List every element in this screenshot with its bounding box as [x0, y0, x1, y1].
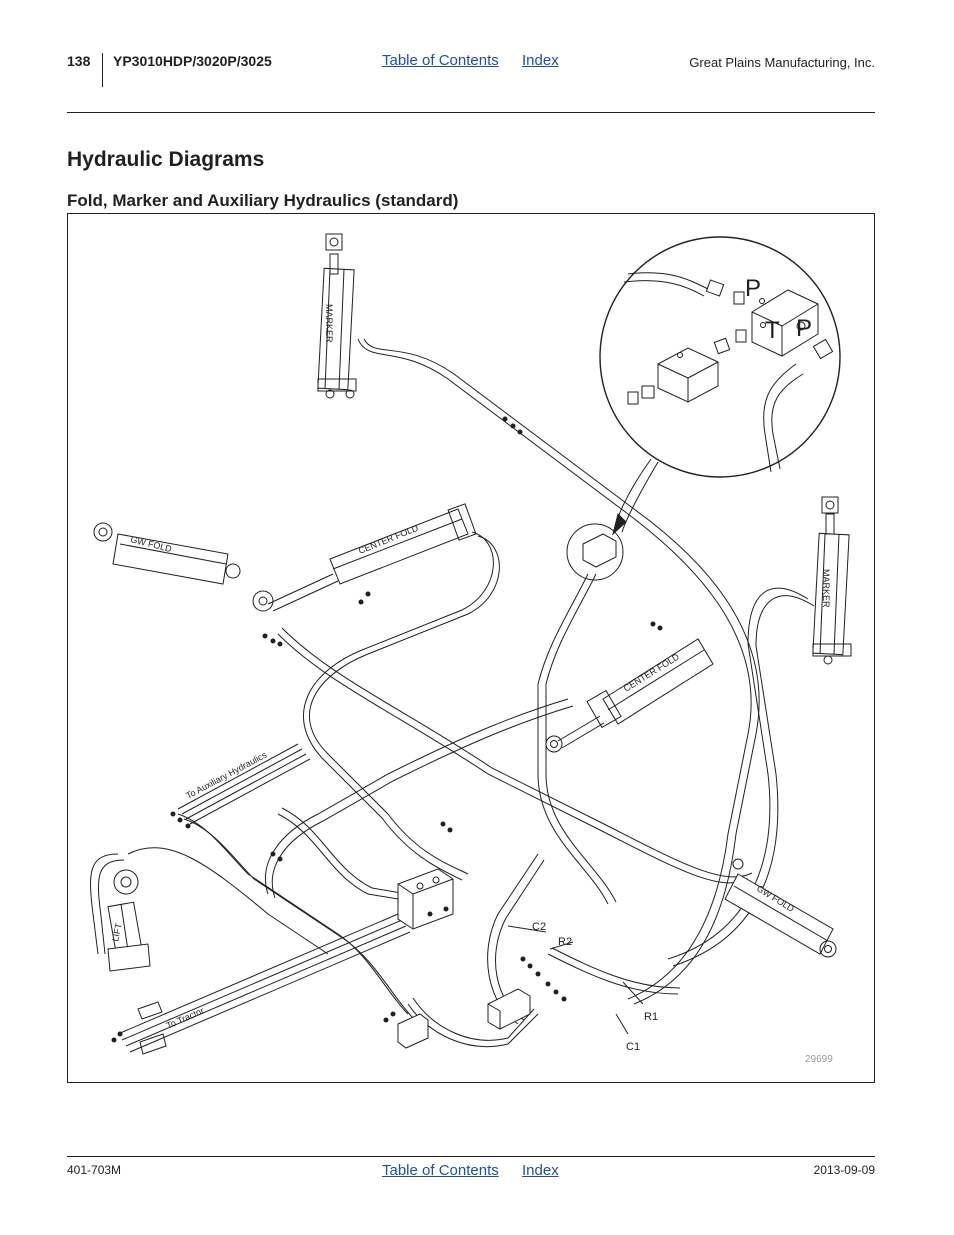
document-code: 401-703M — [67, 1163, 122, 1177]
marker-cylinder-right — [812, 496, 852, 665]
page-number: 138 — [67, 53, 91, 69]
label-c1: C1 — [626, 1041, 640, 1053]
label-lift: LIFT — [110, 922, 124, 943]
selector-valve — [397, 868, 454, 930]
tractor-bracket — [137, 1001, 167, 1055]
center-fold-cylinder-top — [252, 503, 477, 612]
center-fold-cylinder-mid — [545, 638, 714, 753]
hydraulic-diagram-figure: MARKER MARKER GW FOLD GW FOLD CENTER FOL… — [67, 213, 875, 1083]
gw-fold-cylinder-left — [93, 522, 241, 585]
label-marker-right: MARKER — [821, 569, 831, 608]
index-link[interactable]: Index — [522, 52, 559, 69]
hose-lines — [90, 338, 815, 1053]
label-detail-p2: P — [796, 315, 812, 342]
detail-magnifier — [599, 236, 841, 536]
center-detail-block — [566, 523, 624, 581]
company-name: Great Plains Manufacturing, Inc. — [689, 55, 875, 70]
fittings — [111, 416, 663, 1043]
marker-valve — [487, 988, 531, 1030]
label-aux-hydraulics: To Auxiliary Hydraulics — [184, 749, 269, 800]
label-marker-top: MARKER — [324, 304, 334, 343]
label-detail-t: T — [765, 317, 780, 344]
figure-number: 29699 — [805, 1054, 833, 1065]
table-of-contents-link[interactable]: Table of Contents — [382, 52, 499, 69]
footer-rule — [67, 1156, 875, 1157]
gw-fold-cylinder-right — [724, 858, 837, 958]
tractor-block — [397, 1013, 429, 1049]
footer-index-link[interactable]: Index — [522, 1162, 559, 1179]
header-rule — [67, 112, 875, 113]
label-leaders — [507, 925, 644, 1035]
marker-cylinder-top — [317, 233, 357, 399]
footer-table-of-contents-link[interactable]: Table of Contents — [382, 1162, 499, 1179]
document-date: 2013-09-09 — [813, 1163, 875, 1177]
page-title: Hydraulic Diagrams — [67, 148, 265, 171]
label-detail-p1: P — [745, 275, 761, 302]
label-r2: R2 — [558, 936, 572, 948]
header-divider — [102, 53, 103, 87]
lift-cylinder — [107, 869, 151, 972]
label-r1: R1 — [644, 1011, 658, 1023]
label-to-tractor: To Tractor — [165, 1005, 206, 1030]
label-c2: C2 — [532, 921, 546, 933]
hydraulic-diagram: MARKER MARKER GW FOLD GW FOLD CENTER FOL… — [90, 233, 852, 1065]
model-name: YP3010HDP/3020P/3025 — [113, 53, 272, 69]
section-title: Fold, Marker and Auxiliary Hydraulics (s… — [67, 191, 459, 210]
